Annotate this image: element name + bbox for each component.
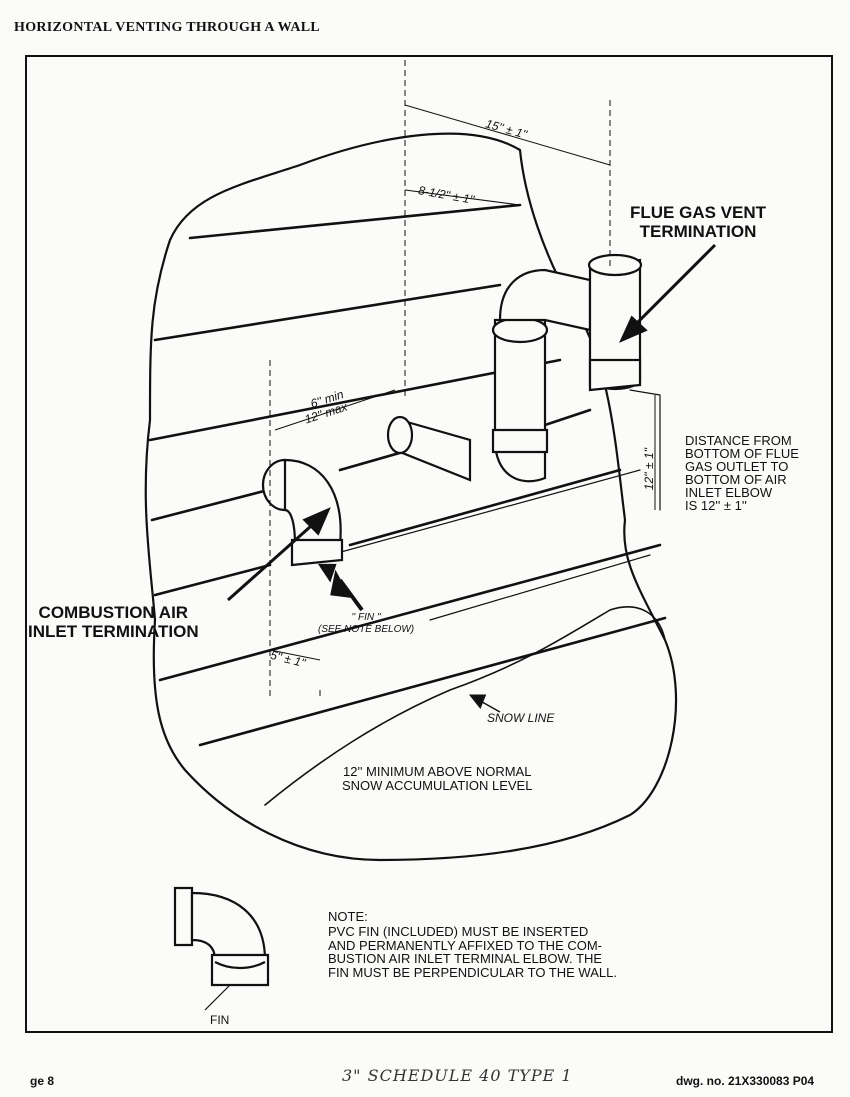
detail-fin-label: FIN: [210, 1013, 230, 1027]
snow-minimum-label: 12'' MINIMUM ABOVE NORMAL SNOW ACCUMULAT…: [342, 764, 533, 793]
flue-gas-vent-label: FLUE GAS VENT TERMINATION: [630, 203, 767, 241]
drawing-frame: [25, 55, 833, 1033]
air-inlet-elbow: [261, 458, 344, 583]
snow-line: [264, 606, 666, 806]
siding-line-8: [348, 468, 622, 547]
note-heading: NOTE:: [328, 909, 368, 924]
snow-line-label: SNOW LINE: [487, 711, 555, 725]
siding-line-7: [153, 563, 272, 597]
siding-line-9: [158, 543, 662, 682]
siding-line-2: [153, 283, 502, 342]
distance-note-label: DISTANCE FROM BOTTOM OF FLUE GAS OUTLET …: [685, 433, 799, 513]
perspective-line-2: [429, 554, 651, 621]
note-body: PVC FIN (INCLUDED) MUST BE INSERTED AND …: [328, 924, 617, 980]
dim-vertical-spacing: 12'' ± 1'': [642, 447, 657, 491]
siding-line-3: [148, 358, 562, 442]
fin-label: '' FIN '' (SEE NOTE BELOW): [318, 612, 415, 635]
handwritten-note: 3" SCHEDULE 40 TYPE 1: [342, 1066, 573, 1085]
siding-line-10: [198, 616, 667, 747]
perspective-line-3: [329, 469, 641, 556]
combustion-air-label: COMBUSTION AIR INLET TERMINATION: [28, 603, 199, 641]
detail-elbow: [173, 886, 270, 1011]
flue-gas-pipe: [386, 253, 643, 483]
siding-line-1: [188, 203, 522, 240]
perspective-line-1: [629, 389, 661, 511]
page-title: HORIZONTAL VENTING THROUGH A WALL: [14, 20, 321, 35]
footer-page-number: ge 8: [30, 1074, 55, 1088]
siding-line-4: [150, 488, 270, 522]
footer-drawing-number: dwg. no. 21X330083 P04: [676, 1074, 815, 1088]
wall-outline: [144, 132, 678, 862]
